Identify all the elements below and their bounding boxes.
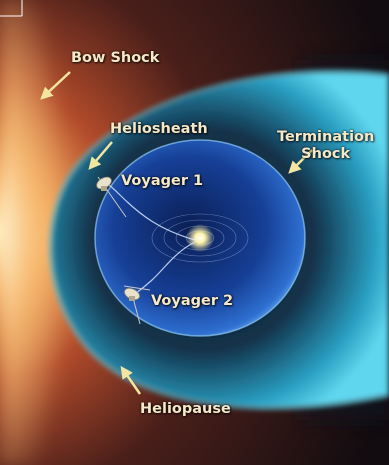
termination-shock-label-line1: Termination — [277, 129, 374, 146]
bow-shock-label: Bow Shock — [71, 50, 159, 67]
voyager2-label: Voyager 2 — [151, 293, 233, 310]
voyager1-label: Voyager 1 — [121, 173, 203, 190]
heliopause-label: Heliopause — [140, 401, 231, 418]
heliosheath-label: Heliosheath — [110, 121, 208, 138]
termination-shock-label: Termination Shock — [277, 129, 374, 163]
termination-shock-label-line2: Shock — [277, 146, 374, 163]
